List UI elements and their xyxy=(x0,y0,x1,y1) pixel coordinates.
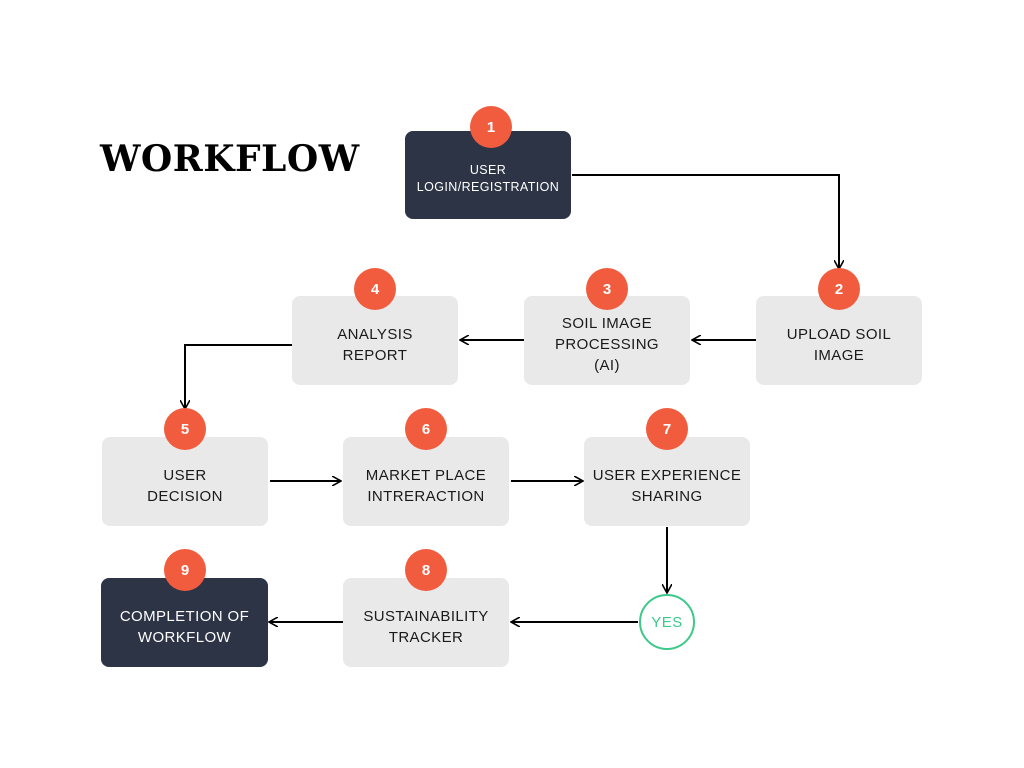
step-2-badge: 2 xyxy=(818,268,860,310)
connector-1-to-2 xyxy=(572,174,839,268)
step-3-label: SOIL IMAGE PROCESSING (AI) xyxy=(554,315,660,374)
step-4-badge: 4 xyxy=(354,268,396,310)
step-2-box: UPLOAD SOIL IMAGE xyxy=(756,296,922,385)
step-9-label: COMPLETION OF WORKFLOW xyxy=(119,607,250,646)
step-9-box: COMPLETION OF WORKFLOW xyxy=(101,578,268,667)
step-4-box: ANALYSIS REPORT xyxy=(292,296,458,385)
step-8-box: SUSTAINABILITY TRACKER xyxy=(343,578,509,667)
step-3-badge: 3 xyxy=(586,268,628,310)
step-7-label: USER EXPERIENCE SHARING xyxy=(592,466,742,505)
step-6-box: MARKET PLACE INTRERACTION xyxy=(343,437,509,526)
step-9-badge: 9 xyxy=(164,549,206,591)
step-6-badge: 6 xyxy=(405,408,447,450)
step-5-box: USER DECISION xyxy=(102,437,268,526)
step-8-label: SUSTAINABILITY TRACKER xyxy=(363,607,489,646)
yes-decision-node: YES xyxy=(639,594,695,650)
diagram-title: WORKFLOW xyxy=(100,138,360,180)
step-2-label: UPLOAD SOIL IMAGE xyxy=(786,325,892,364)
connector-4-to-5 xyxy=(185,344,292,408)
step-5-badge: 5 xyxy=(164,408,206,450)
step-7-badge: 7 xyxy=(646,408,688,450)
step-7-box: USER EXPERIENCE SHARING xyxy=(584,437,750,526)
step-4-label: ANALYSIS REPORT xyxy=(337,325,413,364)
step-1-badge: 1 xyxy=(470,106,512,148)
step-6-label: MARKET PLACE INTRERACTION xyxy=(365,466,487,505)
step-8-badge: 8 xyxy=(405,549,447,591)
step-1-label: USER LOGIN/REGISTRATION xyxy=(416,163,560,194)
step-3-box: SOIL IMAGE PROCESSING (AI) xyxy=(524,296,690,385)
step-5-label: USER DECISION xyxy=(147,466,223,505)
